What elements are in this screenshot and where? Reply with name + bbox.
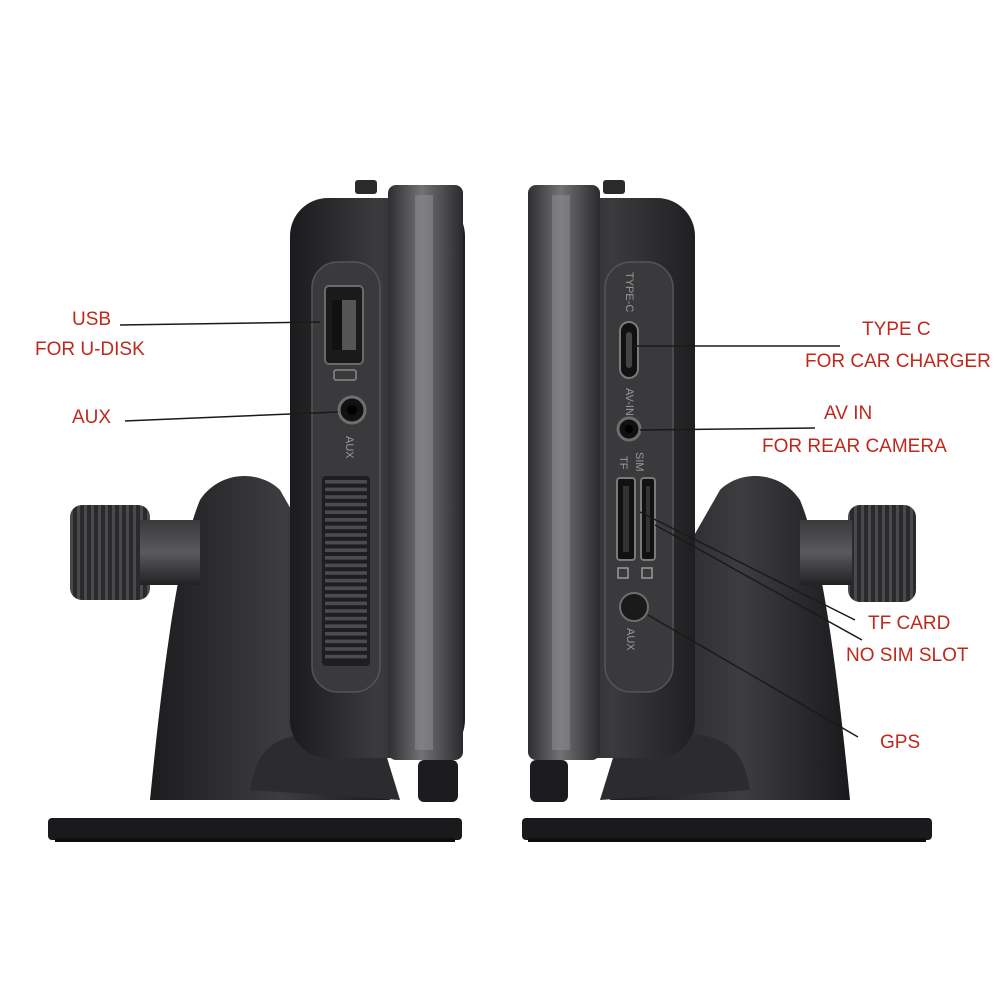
usb-callout: USB xyxy=(72,304,111,336)
right-base-plate xyxy=(522,818,932,840)
av-in-leader-line xyxy=(639,427,816,431)
aux-callout: AUX xyxy=(72,402,111,434)
left-knob xyxy=(70,505,150,600)
tf-card-callout-title: TF CARD xyxy=(868,613,951,634)
gps-callout-title: GPS xyxy=(880,732,921,753)
av-in-callout: AV IN xyxy=(824,398,872,430)
gps-leader-line xyxy=(647,614,859,738)
tf-port-label: TF xyxy=(617,456,629,470)
tf-card-leader-line-2 xyxy=(654,524,863,641)
av-in-callout-subtitle: FOR REAR CAMERA xyxy=(762,436,947,457)
vent-slat xyxy=(325,639,367,644)
vent-slat xyxy=(325,533,367,537)
vent-slat xyxy=(325,518,367,522)
vent-slat xyxy=(325,480,367,484)
av-in-callout-title: AV IN xyxy=(824,403,873,424)
vent-slat xyxy=(325,632,367,636)
vent-slat xyxy=(325,487,367,492)
type-c-callout-title: TYPE C xyxy=(862,319,931,340)
vent-slat xyxy=(325,540,367,545)
usb-leader-line xyxy=(119,321,321,326)
left-base-plate xyxy=(48,818,462,840)
usb-callout-subtitle: FOR U-DISK xyxy=(35,339,145,360)
vent-slat xyxy=(325,548,367,552)
usb-callout-subtitle-wrap: FOR U-DISK xyxy=(35,334,145,366)
vent-slat xyxy=(325,601,367,606)
vent-slat xyxy=(325,502,367,507)
tf-card-callout-subtitle: NO SIM SLOT xyxy=(846,645,969,666)
tf-card-leader-line-1 xyxy=(639,511,856,621)
vent-slat xyxy=(325,586,367,590)
vent-slat xyxy=(325,578,367,583)
vent-slat xyxy=(325,563,367,568)
type-c-callout-subtitle: FOR CAR CHARGER xyxy=(805,351,991,372)
right-aux-port-label: AUX xyxy=(624,628,636,651)
gps-port xyxy=(619,592,649,622)
vent-slat xyxy=(325,556,367,560)
av-in-callout-subtitle-wrap: FOR REAR CAMERA xyxy=(762,431,947,463)
left-unit: AUX xyxy=(48,180,465,842)
sim-port-label: SIM xyxy=(633,452,645,472)
av-in-port-label: AV-IN xyxy=(623,388,635,416)
aux-callout-title: AUX xyxy=(72,407,112,428)
vent-slat xyxy=(325,525,367,530)
type-c-callout-subtitle-wrap: FOR CAR CHARGER xyxy=(805,346,991,378)
right-knob xyxy=(848,505,916,602)
vent-slat xyxy=(325,571,367,575)
vent-slat xyxy=(325,609,367,613)
aux-leader-line xyxy=(124,411,339,422)
left-aux-port-label: AUX xyxy=(343,436,355,459)
tf-card-callout: TF CARD xyxy=(868,608,950,640)
vent-slat xyxy=(325,624,367,628)
usb-callout-title: USB xyxy=(72,309,112,330)
gps-callout: GPS xyxy=(880,727,920,759)
vent-slat xyxy=(325,594,367,598)
tf-card-callout-subtitle-wrap: NO SIM SLOT xyxy=(846,640,968,672)
vent-slat xyxy=(325,616,367,621)
vent-slat xyxy=(325,654,367,659)
type-c-callout: TYPE C xyxy=(862,314,931,346)
vent-grille xyxy=(322,476,370,666)
vent-slat xyxy=(325,510,367,514)
vent-slat xyxy=(325,647,367,651)
right-port-panel xyxy=(604,261,674,693)
vent-slat xyxy=(325,495,367,499)
type-c-port-label: TYPE-C xyxy=(623,272,635,312)
right-unit: TYPE-C AV-IN SIM TF AUX xyxy=(522,180,932,842)
